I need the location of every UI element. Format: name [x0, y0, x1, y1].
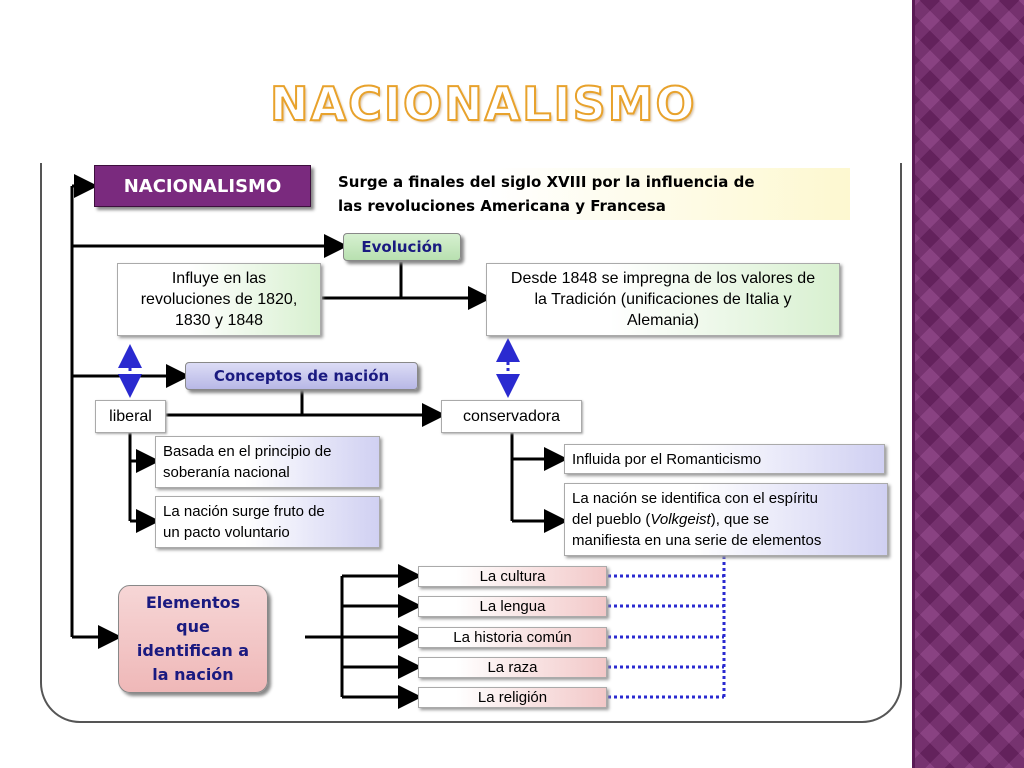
conservadora-item-1-text: Influida por el Romanticismo — [572, 450, 762, 468]
conservadora-item-2-line-3: manifiesta en una serie de elementos — [572, 532, 822, 549]
conservadora-item-2-post: ), que se — [710, 511, 770, 528]
liberal-item-1-line-2: soberanía nacional — [163, 464, 290, 481]
elemento-item-label: La cultura — [479, 568, 546, 585]
intro-line-1: Surge a finales del siglo XVIII por la i… — [338, 173, 755, 191]
liberal-node: liberal — [95, 400, 166, 433]
conceptos-label: Conceptos de nación — [213, 366, 390, 385]
evolucion-left-box: Influye en las revoluciones de 1820, 183… — [117, 263, 321, 336]
elementos-line-3: identifican a — [136, 641, 250, 660]
connector-lines — [70, 174, 726, 709]
root-node: NACIONALISMO — [94, 165, 311, 207]
liberal-item-1-line-1: Basada en el principio de — [163, 443, 332, 460]
elemento-item: La raza — [418, 657, 607, 678]
evolucion-left-line-1: Influye en las — [171, 270, 267, 287]
elemento-item: La lengua — [418, 596, 607, 617]
elementos-line-2: que — [176, 617, 210, 636]
conservadora-node: conservadora — [441, 400, 582, 433]
elementos-line-1: Elementos — [145, 593, 241, 612]
elemento-item: La cultura — [418, 566, 607, 587]
liberal-item-2-line-1: La nación surge fruto de — [163, 503, 325, 520]
elemento-item-label: La historia común — [453, 629, 572, 646]
evolucion-right-line-3: Alemania) — [626, 312, 700, 329]
elementos-line-4: la nación — [152, 665, 234, 684]
evolucion-left-line-2: revoluciones de 1820, — [140, 291, 298, 308]
root-label: NACIONALISMO — [123, 175, 282, 197]
conservadora-item-2-line-1: La nación se identifica con el espíritu — [572, 490, 818, 507]
evolucion-label: Evolución — [361, 237, 443, 256]
elementos-node: Elementos que identifican a la nación — [118, 585, 268, 693]
evolucion-node: Evolución — [343, 233, 461, 261]
elemento-item-label: La religión — [477, 689, 548, 706]
elemento-item-label: La lengua — [479, 598, 546, 615]
slide-title: NACIONALISMO — [269, 76, 697, 132]
volkgeist-term: Volkgeist — [650, 511, 711, 528]
conceptos-node: Conceptos de nación — [185, 362, 418, 390]
liberal-item-1: Basada en el principio de soberanía naci… — [155, 436, 380, 488]
intro-line-2: las revoluciones Americana y Francesa — [338, 197, 666, 215]
conservadora-item-1: Influida por el Romanticismo — [564, 444, 885, 474]
evolucion-right-line-2: la Tradición (unificaciones de Italia y — [534, 291, 792, 308]
elemento-item: La religión — [418, 687, 607, 708]
conservadora-item-2: La nación se identifica con el espíritu … — [564, 483, 888, 556]
diagram-frame — [40, 163, 902, 723]
intro-text: Surge a finales del siglo XVIII por la i… — [334, 168, 850, 220]
decorative-side-bar — [912, 0, 1024, 768]
elemento-item-label: La raza — [487, 659, 538, 676]
conservadora-label: conservadora — [463, 408, 560, 425]
conservadora-item-2-line-2: del pueblo (Volkgeist), que se — [572, 509, 821, 530]
evolucion-left-line-3: 1830 y 1848 — [174, 312, 264, 329]
evolucion-right-line-1: Desde 1848 se impregna de los valores de — [510, 270, 816, 287]
conservadora-item-2-pre: del pueblo ( — [572, 511, 651, 528]
evolucion-right-box: Desde 1848 se impregna de los valores de… — [486, 263, 840, 336]
liberal-item-2: La nación surge fruto de un pacto volunt… — [155, 496, 380, 548]
liberal-item-2-line-2: un pacto voluntario — [163, 524, 290, 541]
liberal-label: liberal — [109, 408, 152, 425]
elemento-item: La historia común — [418, 627, 607, 648]
